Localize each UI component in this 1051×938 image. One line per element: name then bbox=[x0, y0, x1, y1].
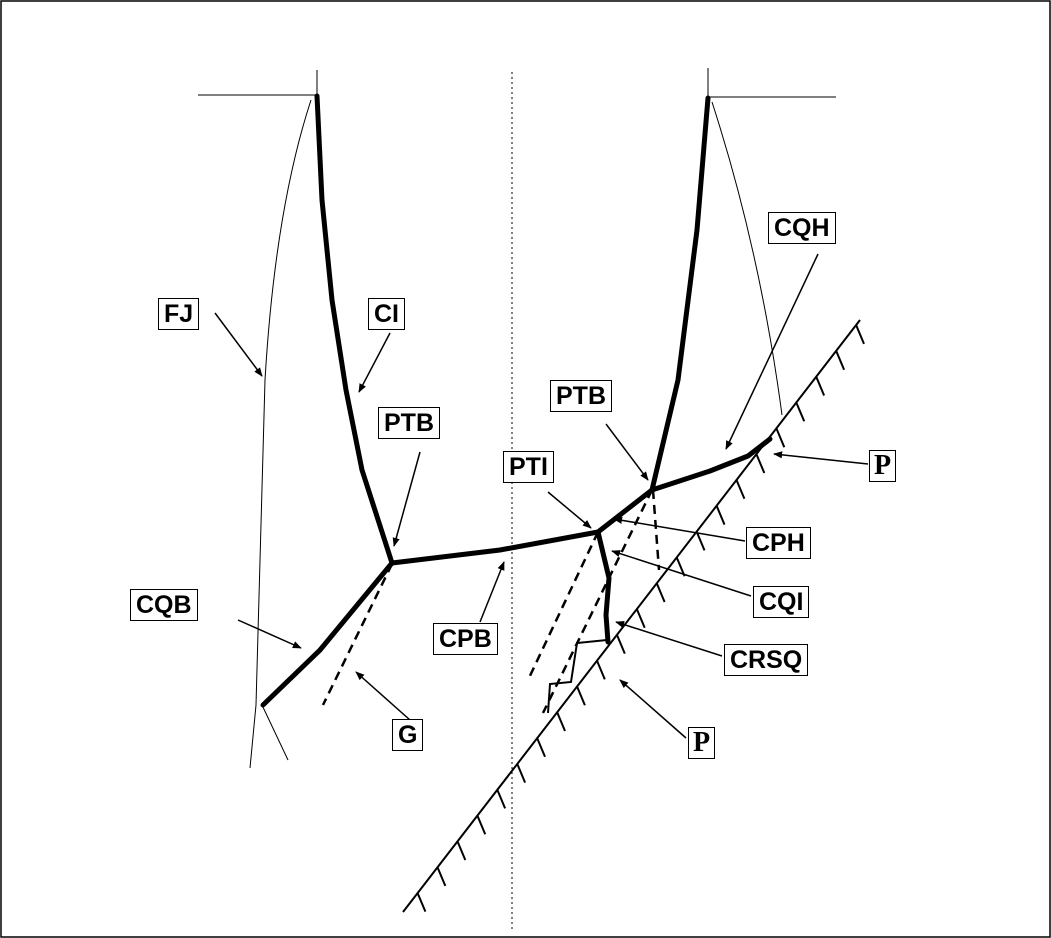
arrow-p-upper bbox=[773, 451, 869, 465]
dashed-line-middle bbox=[526, 531, 600, 681]
line-cqh bbox=[649, 436, 773, 493]
crack-zigzag bbox=[547, 639, 608, 714]
dashed-line-cph bbox=[541, 489, 654, 714]
arrow-ptb-left bbox=[392, 451, 421, 547]
line-cpb bbox=[389, 529, 601, 566]
dashed-line-vertical bbox=[651, 489, 661, 571]
arrow-cqh bbox=[725, 253, 819, 450]
arrow-ci bbox=[358, 332, 391, 393]
arrow-pti bbox=[547, 491, 592, 529]
label-pti: PTI bbox=[503, 451, 554, 483]
ground-hatched-line bbox=[402, 319, 865, 913]
arrow-g bbox=[355, 671, 411, 721]
label-ptb-left: PTB bbox=[378, 407, 440, 439]
line-cqi-crsq bbox=[595, 529, 612, 645]
label-ci: CI bbox=[368, 298, 405, 330]
curve-ci bbox=[314, 93, 395, 566]
right-thin-curve bbox=[711, 101, 783, 416]
label-ptb-right: PTB bbox=[550, 380, 612, 412]
arrow-ptb-right bbox=[605, 423, 649, 481]
label-cqi: CQI bbox=[753, 586, 810, 618]
label-g: G bbox=[392, 719, 424, 751]
arrow-cqi bbox=[611, 550, 752, 597]
line-cqb bbox=[260, 560, 395, 708]
label-p-lower: P bbox=[688, 727, 716, 759]
left-thin-tail bbox=[261, 704, 289, 761]
arrow-crsq bbox=[615, 621, 723, 657]
label-crsq: CRSQ bbox=[724, 644, 809, 676]
arrow-cph bbox=[613, 516, 746, 542]
arrow-cpb bbox=[479, 561, 505, 623]
arrow-p-lower bbox=[619, 679, 687, 739]
label-cqh: CQH bbox=[768, 212, 836, 244]
line-pti-ptb bbox=[595, 487, 655, 535]
arrow-cqb bbox=[237, 619, 302, 649]
label-p-upper: P bbox=[869, 450, 897, 482]
label-cqb: CQB bbox=[130, 589, 198, 621]
label-cpb: CPB bbox=[433, 623, 498, 655]
label-fj: FJ bbox=[158, 298, 200, 330]
arrow-fj bbox=[214, 312, 263, 377]
left-thin-curve-fj bbox=[249, 99, 312, 769]
label-cph: CPH bbox=[746, 527, 811, 559]
dashed-line-g bbox=[321, 563, 394, 706]
curve-right-main bbox=[649, 95, 711, 493]
